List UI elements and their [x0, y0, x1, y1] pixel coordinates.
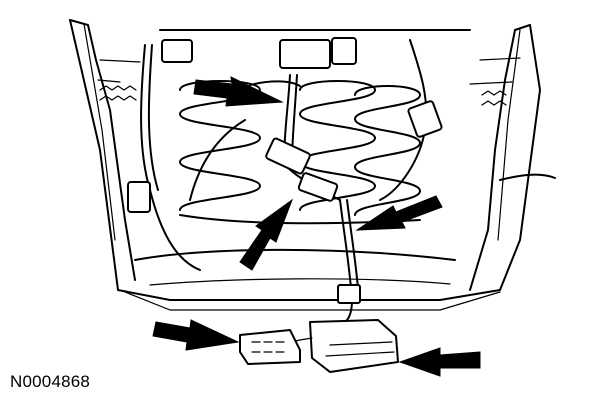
arrow-top-left [193, 76, 284, 107]
seat-frame [69, 19, 541, 311]
arrow-right [355, 195, 443, 231]
connector-top-center [279, 39, 331, 69]
module-bottom-right [309, 319, 399, 373]
connector-top-left [161, 39, 193, 63]
connector-plug-bottom-left [239, 329, 301, 365]
connector-right [407, 100, 443, 138]
connectors [127, 37, 443, 304]
figure-id-label: N0004868 [10, 372, 91, 391]
connector-left [127, 181, 151, 213]
connector-center [265, 137, 311, 175]
arrow-bottom-left [152, 319, 240, 351]
callout-arrows [152, 76, 481, 377]
harness-connectors [239, 319, 399, 373]
arrow-bottom-right [398, 347, 481, 377]
arrow-center [239, 198, 294, 271]
